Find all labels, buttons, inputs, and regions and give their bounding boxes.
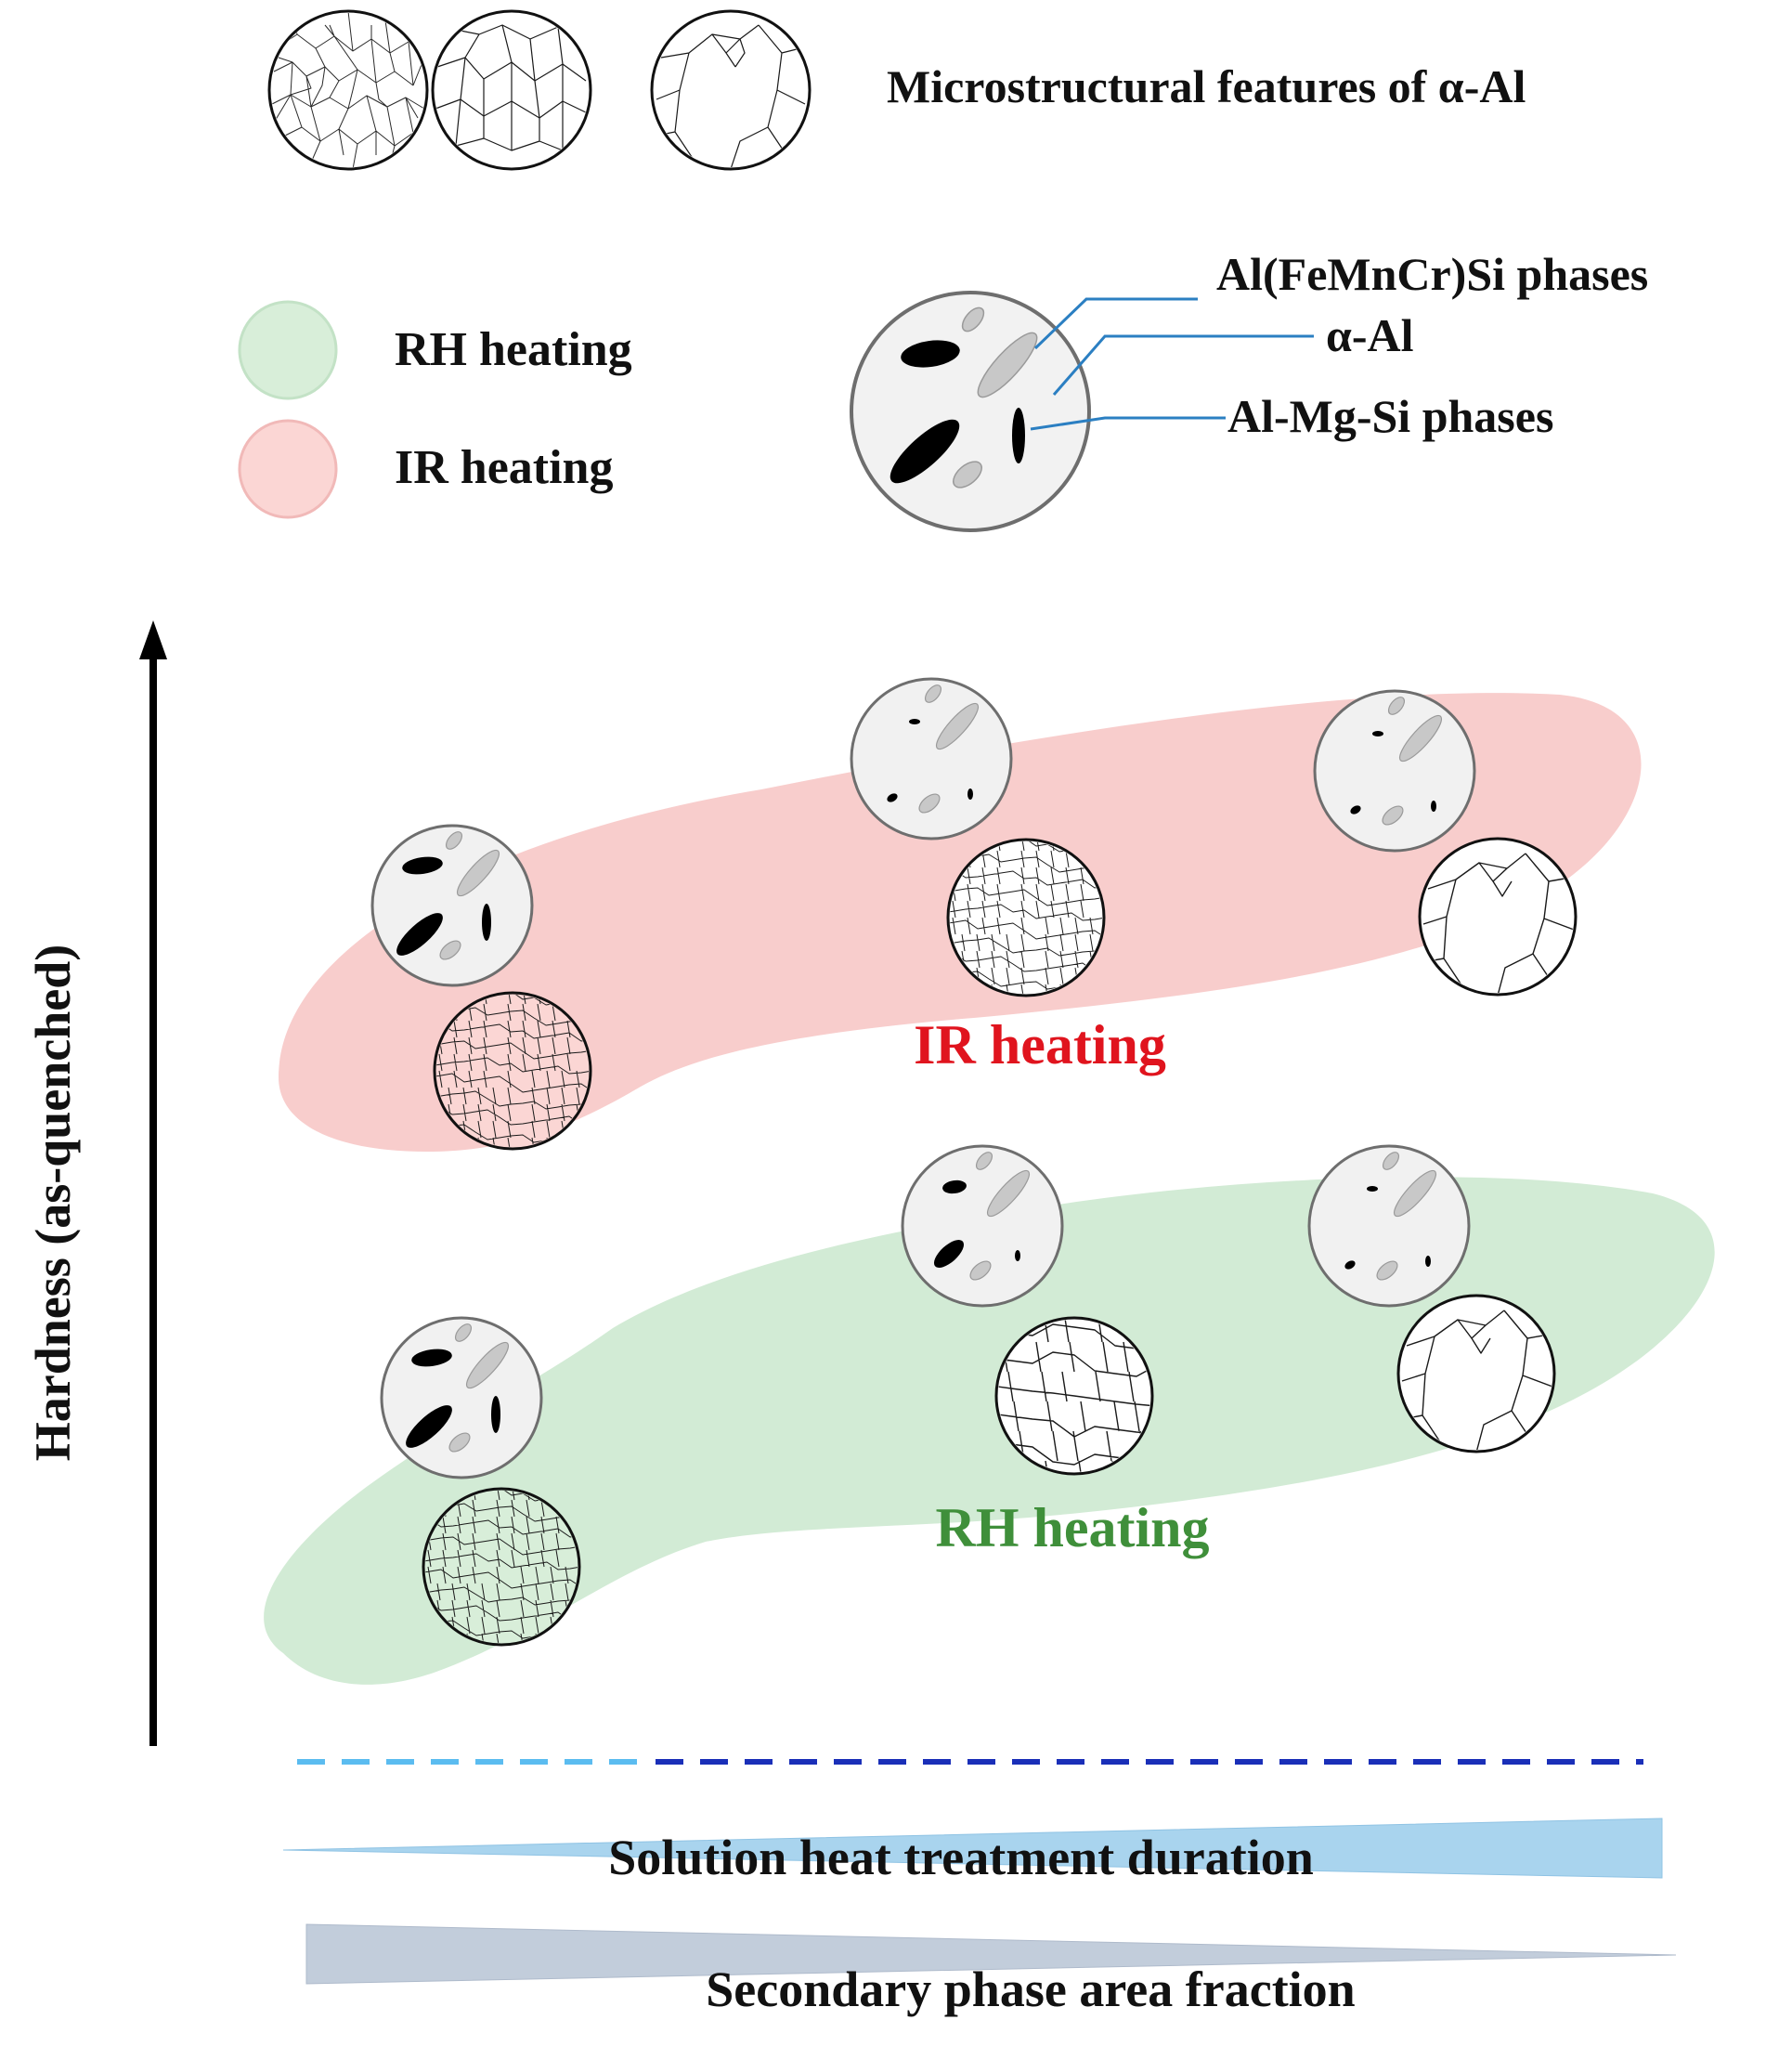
grain-circle-group: [422, 837, 1578, 1647]
phase-circle-icon: [850, 677, 1013, 841]
phase-key-icon: [850, 291, 1091, 532]
ir-band-label: IR heating: [914, 1014, 1166, 1075]
phase-circle-icon: [380, 1316, 543, 1479]
grain-circle-icon: [994, 1316, 1154, 1476]
phase-circle-icon: [370, 824, 534, 987]
alpha-al-label: α-Al: [1326, 309, 1414, 361]
phase-key-leaders: [1030, 297, 1314, 431]
grain-circle-icon: [433, 991, 592, 1151]
phase-circle-group: [370, 677, 1476, 1479]
phase-fraction-wedge: [305, 1923, 1677, 1985]
phase-circle-icon: [901, 1144, 1064, 1308]
microstructure-title: Microstructural features of α-Al: [887, 60, 1526, 112]
phase-circle-icon: [1307, 1144, 1471, 1308]
mg-phase-label: Al-Mg-Si phases: [1227, 390, 1553, 442]
phase-fraction-label: Secondary phase area fraction: [706, 1961, 1355, 2017]
fe-phase-label: Al(FeMnCr)Si phases: [1216, 248, 1648, 300]
solution-duration-wedge: [282, 1818, 1663, 1879]
legend-grain-coarse-icon: [650, 9, 812, 171]
ir-legend-label: IR heating: [395, 441, 613, 494]
grain-circle-icon: [422, 1487, 581, 1647]
ir-legend-swatch: [238, 419, 338, 519]
phase-circle-icon: [1313, 689, 1476, 853]
legend-grain-fine-icon: [267, 9, 429, 171]
solution-duration-label: Solution heat treatment duration: [608, 1830, 1314, 1885]
y-axis-label: Hardness (as-quenched): [25, 945, 81, 1462]
rh-band-label: RH heating: [935, 1497, 1209, 1558]
rh-legend-label: RH heating: [395, 323, 632, 376]
rh-legend-swatch: [238, 300, 338, 400]
grain-circle-icon: [1396, 1294, 1556, 1453]
rh-heating-band: [264, 1177, 1715, 1685]
legend-grain-medium-icon: [431, 9, 592, 171]
y-axis-arrow: [139, 620, 167, 1746]
grain-circle-icon: [1418, 837, 1578, 997]
